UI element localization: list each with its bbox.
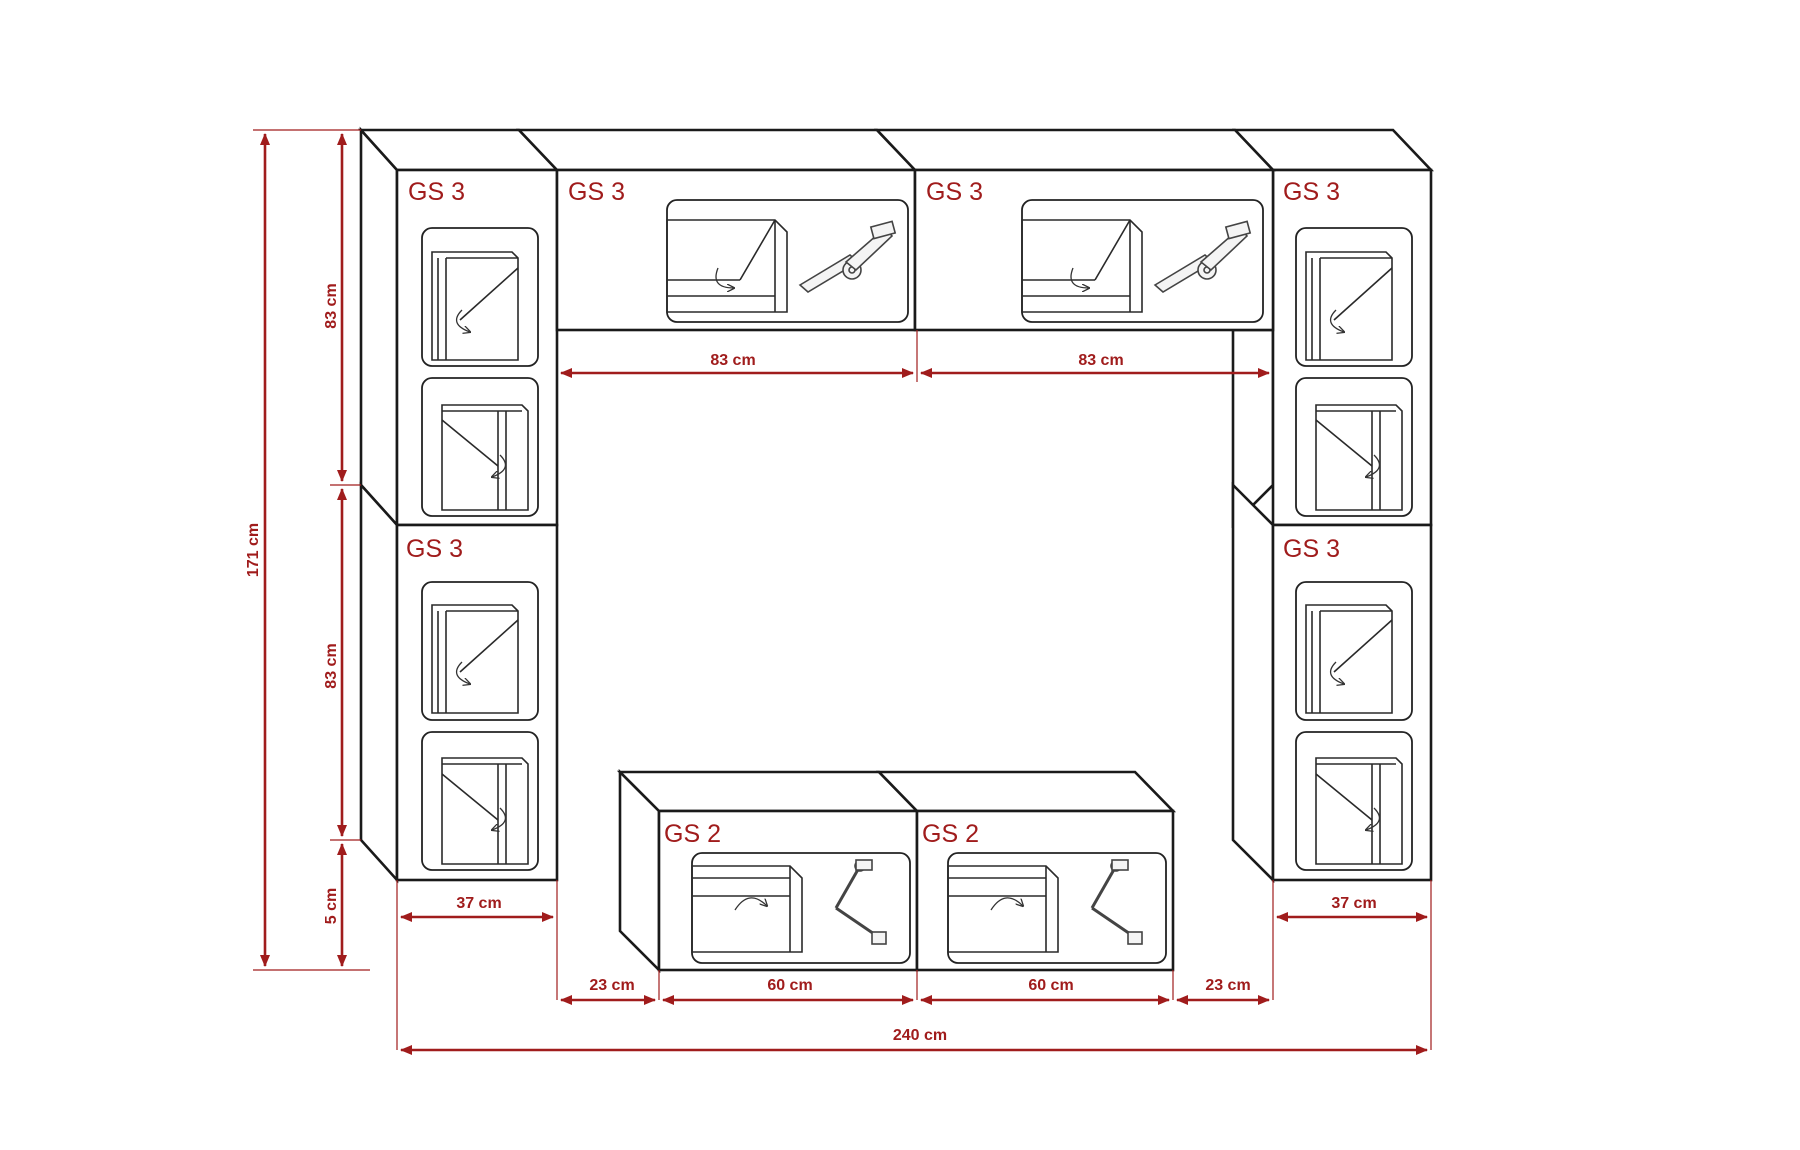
dim-label-side-width-right: 37 cm bbox=[1331, 895, 1376, 912]
dim-label-low-width-right: 60 cm bbox=[1028, 977, 1073, 994]
low-right-flap-window bbox=[947, 852, 1167, 964]
left-bottom-door-2 bbox=[421, 731, 539, 871]
dim-label-top-width-left: 83 cm bbox=[710, 352, 755, 369]
dim-label-gap-left: 23 cm bbox=[589, 977, 634, 994]
dim-label-total-height: 171 cm bbox=[245, 523, 262, 577]
dim-label-gap-right: 23 cm bbox=[1205, 977, 1250, 994]
top-mid-right-lid bbox=[873, 128, 1277, 172]
dim-label-side-width-left: 37 cm bbox=[456, 895, 501, 912]
left-top-door-1 bbox=[421, 227, 539, 367]
module-label-top-right: GS 3 bbox=[1283, 178, 1340, 206]
left-top-side bbox=[359, 126, 399, 529]
low-right-lid bbox=[875, 770, 1177, 813]
dim-label-top-width-right: 83 cm bbox=[1078, 352, 1123, 369]
left-top-door-2 bbox=[421, 377, 539, 517]
low-left-flap-window bbox=[691, 852, 911, 964]
lift-hinge-icon bbox=[834, 859, 887, 945]
right-top-door-2 bbox=[1295, 377, 1413, 517]
module-label-low-right: GS 2 bbox=[922, 820, 979, 848]
low-tv-units: GS 2 GS 2 bbox=[616, 768, 1177, 974]
dim-label-low-width-left: 60 cm bbox=[767, 977, 812, 994]
module-label-top-mid-left: GS 3 bbox=[568, 178, 625, 206]
flap-hinge-icon bbox=[1153, 220, 1252, 293]
dim-label-total-width: 240 cm bbox=[893, 1027, 947, 1044]
dim-label-upper-height: 83 cm bbox=[323, 283, 340, 328]
left-column: GS 3 GS 3 bbox=[358, 126, 561, 884]
low-left-lid bbox=[616, 770, 921, 813]
right-column: GS 3 GS 3 bbox=[1231, 128, 1435, 884]
top-right-flap-window bbox=[1021, 199, 1264, 323]
module-label-low-left: GS 2 bbox=[664, 820, 721, 848]
dim-label-lower-height: 83 cm bbox=[323, 643, 340, 688]
module-label-bottom-right: GS 3 bbox=[1283, 535, 1340, 563]
top-mid-left-lid bbox=[515, 128, 919, 172]
module-label-top-mid-right: GS 3 bbox=[926, 178, 983, 206]
left-bottom-door-1 bbox=[421, 581, 539, 721]
top-left-flap-window bbox=[666, 199, 909, 323]
dim-label-gap-height: 5 cm bbox=[323, 888, 340, 924]
right-bottom-door-2 bbox=[1295, 731, 1413, 871]
lift-hinge-icon bbox=[1090, 859, 1143, 945]
flap-hinge-icon bbox=[798, 220, 897, 293]
module-label-bottom-left: GS 3 bbox=[406, 535, 463, 563]
dimension-lines: 171 cm 83 cm 83 cm 5 cm 83 cm 83 cm 37 c… bbox=[245, 129, 1432, 1055]
top-wall-units: GS 3 GS 3 bbox=[515, 128, 1277, 332]
right-top-door-1 bbox=[1295, 227, 1413, 367]
right-bottom-door-1 bbox=[1295, 581, 1413, 721]
right-bottom-side bbox=[1231, 481, 1275, 884]
module-label-top-left: GS 3 bbox=[408, 178, 465, 206]
left-bottom-side bbox=[359, 481, 399, 884]
